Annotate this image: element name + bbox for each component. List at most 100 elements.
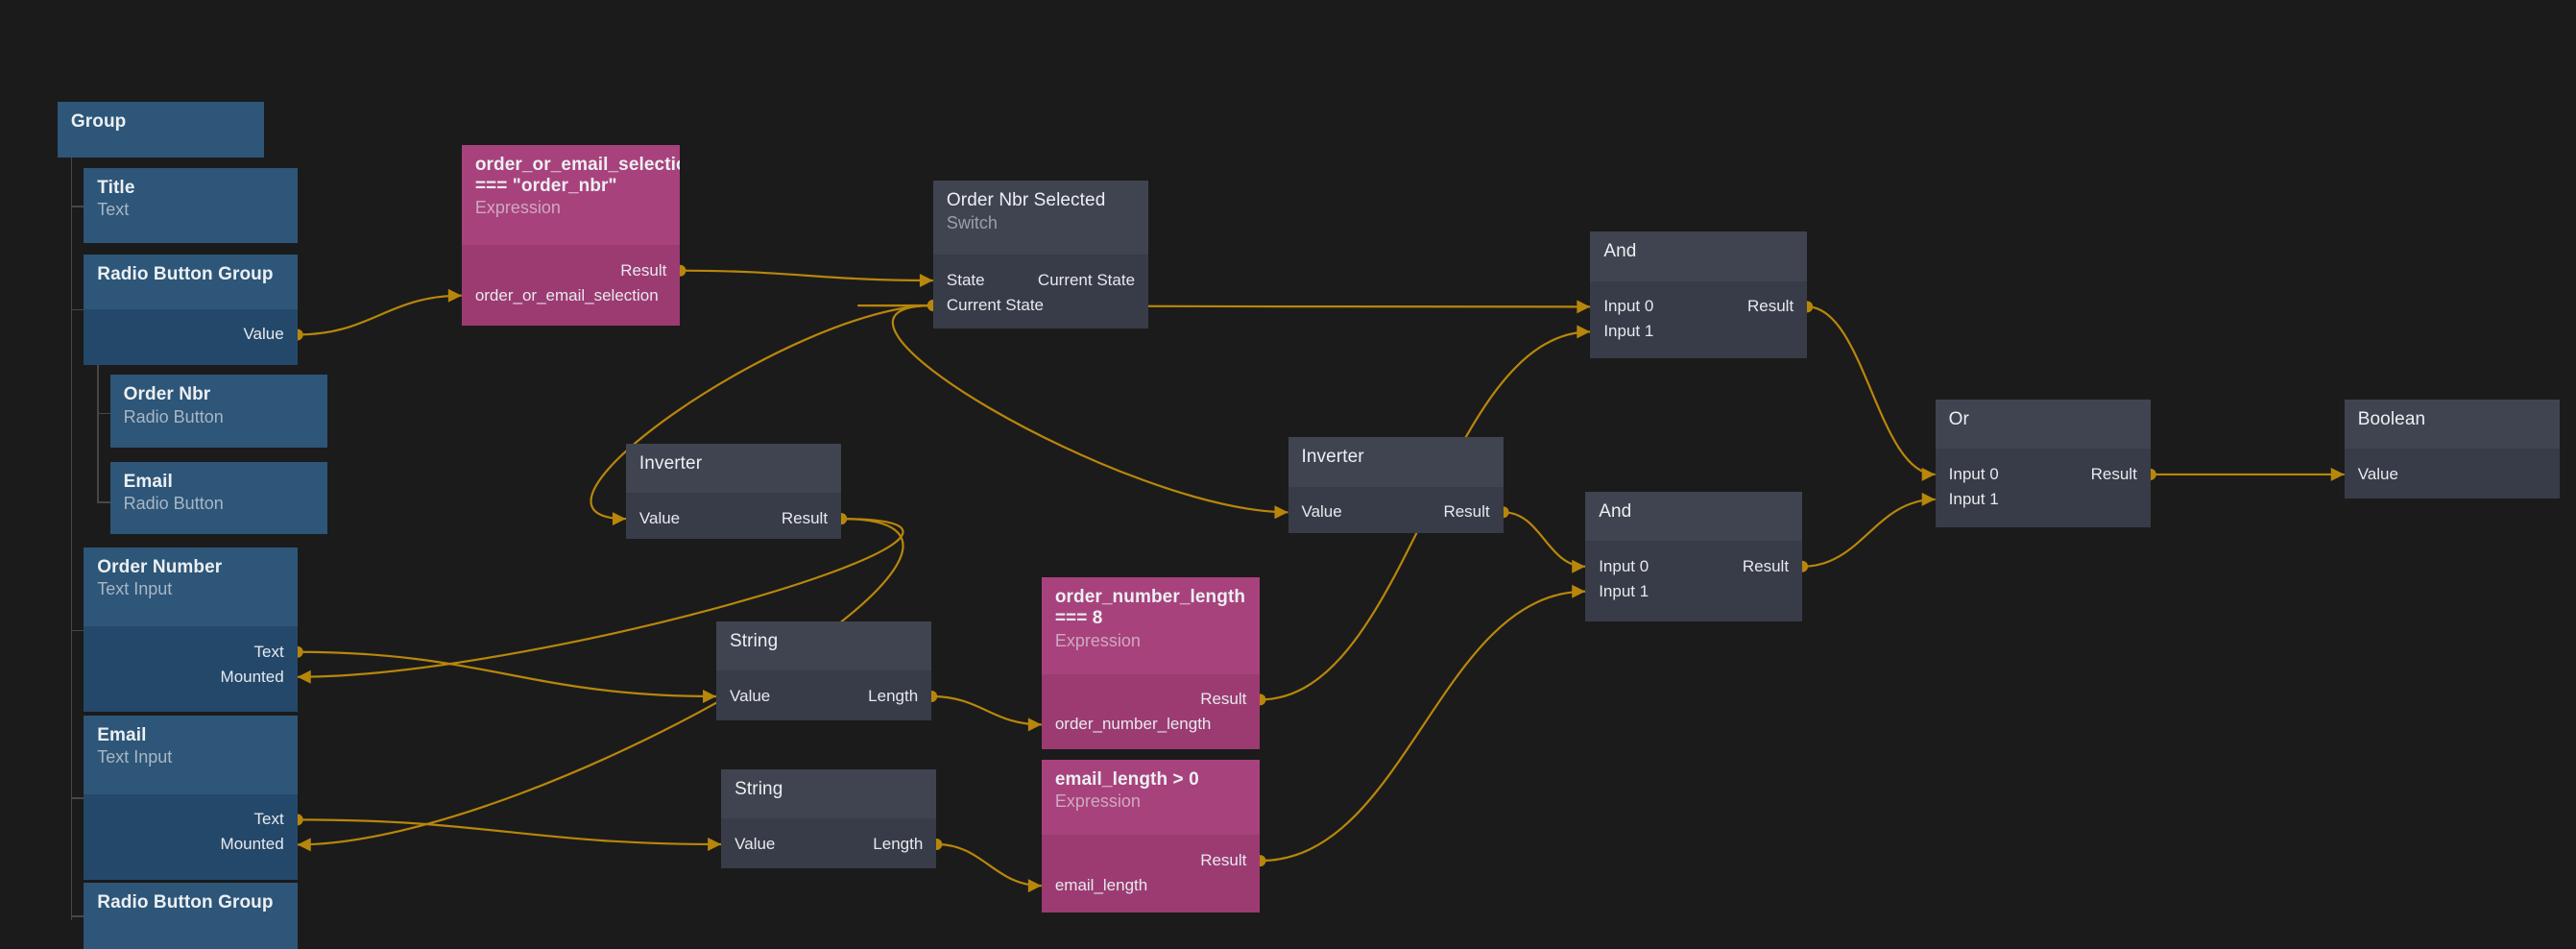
node-input-row: Value [2345, 462, 2560, 487]
graph-edge[interactable] [291, 645, 717, 703]
port-label-input[interactable]: Result [781, 509, 829, 528]
node-title: Order Nbr [123, 384, 211, 405]
node-header[interactable]: Radio Button Group [84, 255, 298, 309]
port-label-input[interactable]: Value [2357, 464, 2398, 483]
node-header[interactable]: Or [1935, 399, 2151, 450]
port-label-output[interactable]: Value [243, 325, 284, 344]
port-label-input[interactable]: Input 0 [1599, 556, 1649, 575]
graph-edge[interactable] [2144, 467, 2345, 481]
port-label-input[interactable]: Value [734, 835, 776, 853]
port-label-output[interactable]: Length [873, 835, 924, 853]
node-header[interactable]: Inverter [625, 444, 842, 494]
node-title: Order Nbr Selected [946, 190, 1106, 211]
node-header[interactable]: String [716, 620, 932, 671]
port-label-input[interactable]: Input 0 [1603, 297, 1654, 316]
node-header[interactable]: Boolean [2344, 399, 2560, 450]
graph-edge[interactable] [291, 814, 722, 852]
graph-edge[interactable] [1497, 506, 1586, 573]
node-header[interactable]: order_or_email_selection === "order_nbr"… [461, 144, 681, 245]
graph-edge[interactable] [891, 299, 1288, 520]
node-header[interactable]: And [1585, 491, 1803, 542]
node-output-row: Mounted [84, 832, 297, 857]
port-label-input[interactable]: email_length [1054, 876, 1148, 895]
port-label-input[interactable]: State [946, 270, 985, 289]
node-input-row: email_length [1042, 873, 1261, 898]
graph-node-group[interactable]: Group [57, 102, 265, 158]
port-label-output[interactable]: Result [1747, 297, 1794, 316]
graph-node-rbgroup2[interactable]: Radio Button Group [84, 883, 298, 949]
port-label-output[interactable]: Text [253, 642, 284, 661]
graph-edge[interactable] [926, 690, 1042, 732]
node-header[interactable]: String [721, 768, 937, 819]
graph-edge[interactable] [291, 288, 462, 341]
node-header[interactable]: Group [57, 102, 265, 158]
port-label-input[interactable]: Input 1 [1599, 581, 1649, 600]
port-label-output[interactable]: Text [253, 810, 284, 829]
port-label-output[interactable]: Result [1443, 502, 1490, 522]
node-output-row: Current State [933, 268, 1148, 293]
port-label-input[interactable]: Current State [946, 295, 1044, 314]
node-output-row: Result [1042, 848, 1261, 873]
graph-edge[interactable] [674, 264, 933, 287]
port-label-output[interactable]: Result [620, 260, 667, 280]
port-label-output[interactable]: Result [2090, 464, 2137, 483]
graph-edge[interactable] [1801, 301, 1936, 481]
node-header[interactable]: Inverter [1288, 437, 1504, 487]
port-label-output[interactable]: Current State [1037, 270, 1136, 289]
node-header[interactable]: Radio Button Group [84, 883, 298, 949]
port-label-output[interactable]: Result [1200, 690, 1247, 709]
port-label-input[interactable]: Input 1 [1603, 322, 1654, 341]
graph-edge[interactable] [930, 839, 1042, 893]
node-header[interactable]: And [1590, 231, 1808, 281]
node-subtitle: Switch [946, 212, 998, 232]
graph-edge[interactable] [1796, 492, 1936, 572]
node-body: Value [84, 308, 298, 365]
node-title: email_length > 0 [1054, 768, 1199, 790]
node-output-row: Value [626, 506, 841, 531]
port-label-output[interactable]: Result [1200, 851, 1247, 870]
node-input-row: Input 0 [1936, 462, 2151, 487]
port-label-input[interactable]: Input 1 [1948, 489, 1999, 508]
graph-edge[interactable] [1254, 584, 1586, 867]
port-label-output[interactable]: Mounted [220, 835, 284, 854]
port-label-input[interactable]: Value [1301, 502, 1342, 522]
graph-node-expr_sel[interactable]: order_or_email_selection === "order_nbr"… [461, 144, 681, 326]
port-label-output[interactable]: Length [868, 686, 919, 705]
node-body: Result email_length [1041, 835, 1261, 912]
port-label-output[interactable]: Value [638, 509, 681, 528]
port-label-input[interactable]: order_number_length [1054, 715, 1212, 734]
port-label-output[interactable]: Result [1742, 556, 1790, 575]
port-label-input[interactable]: order_or_email_selection [474, 285, 659, 304]
node-subtitle: Text Input [97, 746, 173, 766]
port-label-input[interactable]: Input 0 [1948, 464, 1999, 483]
port-label-input[interactable]: Value [730, 686, 771, 705]
port-label-output[interactable]: Mounted [220, 667, 284, 686]
